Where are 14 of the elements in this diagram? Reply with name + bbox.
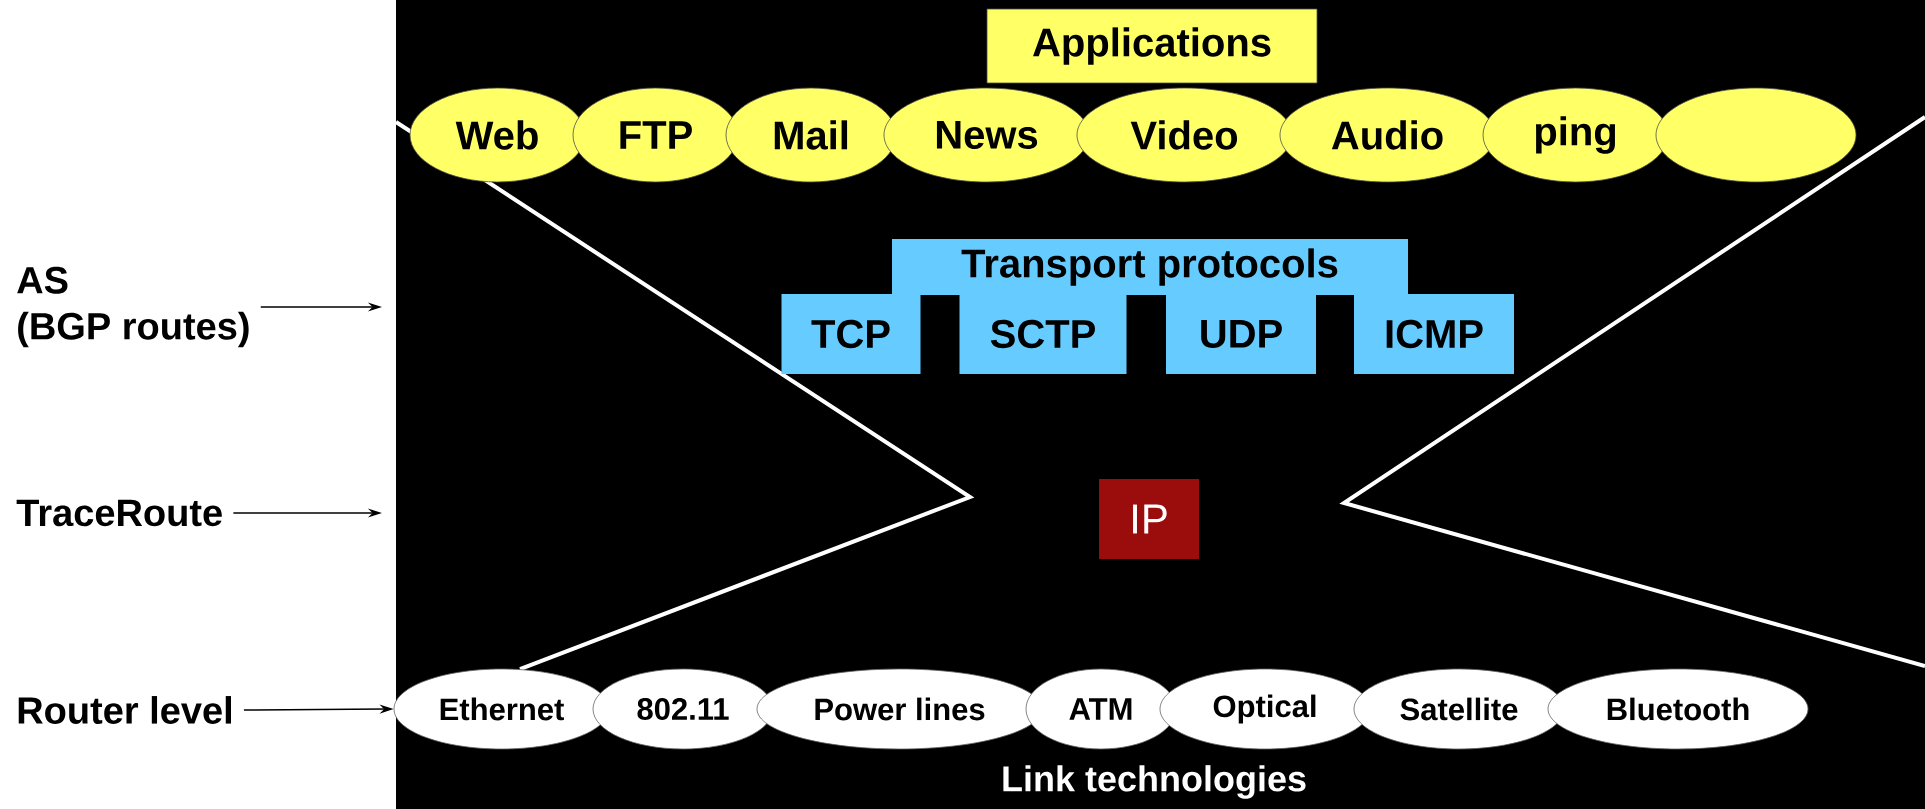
protocol-box: SCTP xyxy=(959,294,1127,374)
protocol-box: ICMP xyxy=(1354,294,1514,374)
layer-caption: Link technologies xyxy=(1003,765,1306,799)
protocol-box: TCP xyxy=(781,294,921,374)
side-label: AS (BGP routes) xyxy=(17,266,249,348)
ip-box: IP xyxy=(1099,479,1199,559)
side-label: TraceRoute xyxy=(16,499,222,527)
node-label: Transport protocols xyxy=(961,248,1338,286)
side-label: Router level xyxy=(18,696,231,724)
node-label: UDP xyxy=(1201,320,1282,348)
protocol-ellipse xyxy=(1655,87,1857,183)
node-label: SCTP xyxy=(990,319,1095,349)
protocol-box: UDP xyxy=(1166,294,1316,374)
layer-title-box: Applications xyxy=(986,8,1318,84)
